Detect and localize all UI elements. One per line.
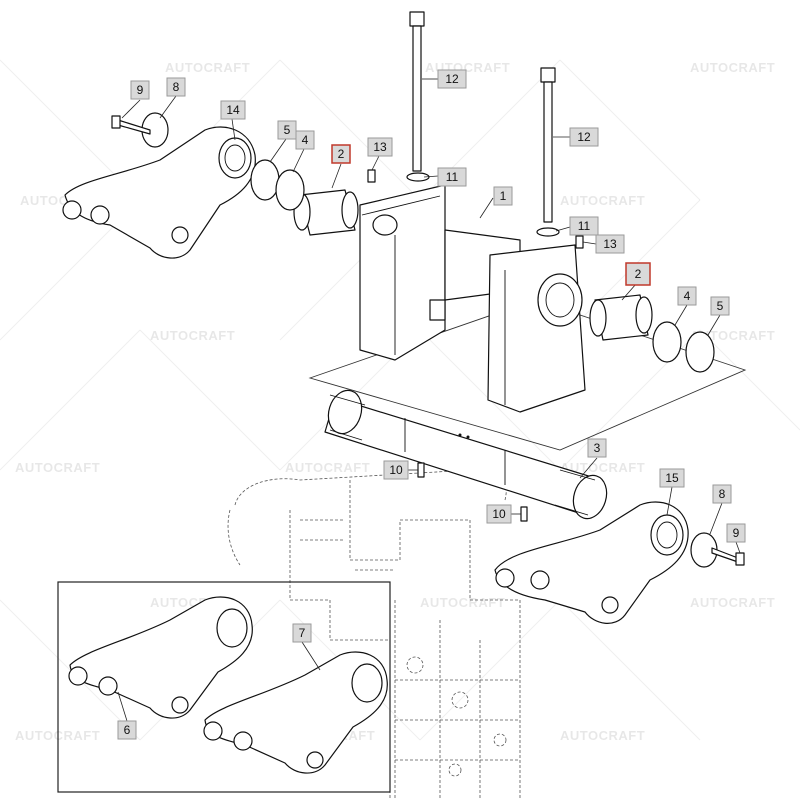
grease-nipple-b — [575, 235, 584, 249]
watermark-text: AUTOCRAFT — [560, 728, 645, 743]
watermark-text: AUTOCRAFT — [285, 460, 370, 475]
assembly-plane-outline — [308, 299, 747, 451]
callout-10: 10 — [383, 460, 409, 480]
svg-text:8: 8 — [719, 487, 726, 501]
svg-text:4: 4 — [302, 133, 309, 147]
svg-text:5: 5 — [717, 299, 724, 313]
callout-5: 5 — [277, 120, 297, 140]
bolt-left — [111, 115, 151, 135]
lift-arm-left — [62, 126, 256, 259]
o-ring-left — [275, 169, 305, 211]
callout-6: 6 — [117, 720, 137, 740]
o-ring-right — [685, 331, 715, 373]
svg-text:5: 5 — [284, 123, 291, 137]
svg-text:15: 15 — [665, 471, 679, 485]
inset-frame — [57, 581, 391, 793]
seal-ring-right — [652, 321, 682, 363]
callout-9: 9 — [130, 80, 150, 100]
callout-15: 15 — [659, 468, 685, 488]
svg-text:12: 12 — [445, 72, 459, 86]
svg-text:2: 2 — [635, 267, 642, 281]
svg-text:4: 4 — [684, 289, 691, 303]
callout-11: 11 — [437, 167, 467, 187]
callout-2: 2 — [331, 144, 351, 164]
callout-12: 12 — [569, 127, 599, 147]
bolt-right — [711, 547, 745, 566]
inset-arm-6 — [68, 596, 253, 719]
callout-13: 13 — [595, 234, 625, 254]
svg-text:8: 8 — [173, 80, 180, 94]
watermark-text: AUTOCRAFT — [560, 193, 645, 208]
callout-5: 5 — [710, 296, 730, 316]
cross-shaft — [324, 389, 608, 520]
svg-text:7: 7 — [299, 626, 306, 640]
watermark-text: AUTOCRAFT — [420, 595, 505, 610]
seal-ring-left — [250, 159, 280, 201]
callout-8: 8 — [166, 77, 186, 97]
callout-3: 3 — [587, 438, 607, 458]
svg-text:3: 3 — [594, 441, 601, 455]
callout-2: 2 — [625, 262, 651, 286]
callout-1: 1 — [493, 186, 513, 206]
callout-14: 14 — [220, 100, 246, 120]
long-bolt-b — [540, 67, 556, 223]
callout-11: 11 — [569, 216, 599, 236]
svg-text:2: 2 — [338, 147, 345, 161]
callout-10: 10 — [486, 504, 512, 524]
leader-lines — [117, 78, 741, 722]
grease-nipple-a — [367, 169, 376, 183]
svg-text:13: 13 — [603, 237, 617, 251]
callout-4: 4 — [295, 130, 315, 150]
long-bolt-a — [409, 11, 425, 172]
callout-8: 8 — [712, 484, 732, 504]
inset-arm-7 — [203, 651, 388, 774]
roll-pin-a — [417, 462, 425, 478]
callout-7: 7 — [292, 623, 312, 643]
svg-text:13: 13 — [373, 140, 387, 154]
svg-text:10: 10 — [492, 507, 506, 521]
bushing-left — [293, 189, 359, 236]
callout-labels: 9 8 14 5 4 2 13 12 11 1 12 11 13 2 4 5 3… — [117, 69, 746, 740]
callout-12: 12 — [437, 69, 467, 89]
svg-text:11: 11 — [446, 170, 459, 184]
svg-text:9: 9 — [137, 83, 144, 97]
watermark-text: AUTOCRAFT — [690, 60, 775, 75]
watermark-text: AUTOCRAFT — [15, 728, 100, 743]
svg-text:6: 6 — [124, 723, 131, 737]
callout-13: 13 — [367, 137, 393, 157]
svg-text:9: 9 — [733, 526, 740, 540]
svg-text:1: 1 — [500, 189, 507, 203]
watermark-text: AUTOCRAFT — [15, 460, 100, 475]
watermark-text: AUTOCRAFT — [690, 595, 775, 610]
callout-4: 4 — [677, 286, 697, 306]
watermark-text: AUTOCRAFT — [165, 60, 250, 75]
svg-text:10: 10 — [389, 463, 403, 477]
watermark-grid — [0, 59, 800, 741]
watermark-text: AUTOCRAFT — [560, 460, 645, 475]
bushing-right — [589, 294, 653, 341]
washer-11-b — [536, 227, 560, 237]
svg-text:12: 12 — [577, 130, 591, 144]
callout-9: 9 — [726, 523, 746, 543]
watermark-text: AUTOCRAFT — [150, 328, 235, 343]
lift-arm-right — [494, 501, 689, 624]
svg-text:11: 11 — [578, 219, 591, 233]
roll-pin-b — [520, 506, 528, 522]
lift-housing — [359, 184, 586, 413]
svg-text:14: 14 — [226, 103, 240, 117]
